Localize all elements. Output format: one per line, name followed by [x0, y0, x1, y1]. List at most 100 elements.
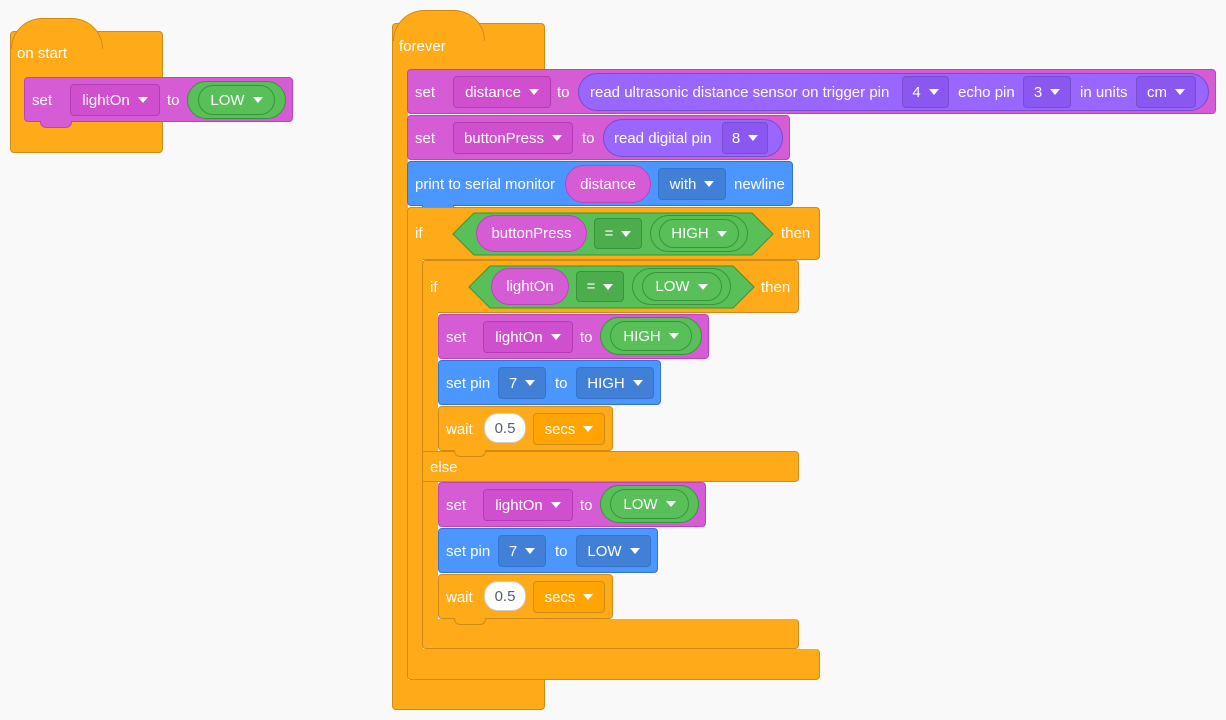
chevron-down-icon	[632, 380, 643, 386]
variable-name: lightOn	[82, 91, 130, 109]
if-label: if	[430, 279, 438, 296]
else-label: else	[430, 459, 458, 476]
forever-hat[interactable]	[392, 10, 545, 71]
variable-dropdown[interactable]: lightOn	[70, 84, 160, 116]
to-label: to	[557, 84, 570, 101]
to-label: to	[555, 543, 568, 560]
buttonpress-variable: buttonPress	[491, 225, 572, 242]
chevron-down-icon	[552, 135, 563, 141]
if-inner-bottom	[422, 619, 799, 649]
wait-seconds-input[interactable]: 0.5	[484, 581, 526, 611]
wait-unit-dropdown[interactable]: secs	[533, 581, 605, 613]
variable-name: distance	[465, 83, 521, 101]
high-value: HIGH	[671, 225, 709, 242]
set-pin-label: set pin	[446, 375, 491, 392]
to-label: to	[555, 375, 568, 392]
value-dropdown[interactable]: LOW	[610, 489, 689, 519]
value-reporter[interactable]: HIGH	[600, 317, 702, 355]
if-outer-spine	[407, 255, 423, 650]
chevron-down-icon	[716, 230, 727, 237]
pin-value: 7	[508, 374, 518, 392]
variable-dropdown[interactable]: distance	[453, 76, 551, 108]
trigger-pin-dropdown[interactable]: 4	[902, 76, 949, 108]
chevron-down-icon	[583, 426, 594, 432]
echo-pin-label: echo pin	[958, 84, 1015, 101]
pin-value-dropdown[interactable]: LOW	[576, 535, 651, 567]
variable-name: lightOn	[495, 496, 543, 514]
low-value: LOW	[655, 278, 690, 295]
wait-seconds-value: 0.5	[494, 419, 516, 437]
wait-unit: secs	[544, 588, 576, 606]
forever-spine	[392, 66, 408, 686]
lighton-reporter[interactable]: lightOn	[491, 268, 569, 305]
variable-dropdown[interactable]: buttonPress	[453, 122, 573, 154]
units-label: in units	[1080, 84, 1128, 101]
buttonpress-reporter[interactable]: buttonPress	[476, 215, 587, 252]
variable-dropdown[interactable]: lightOn	[483, 489, 573, 521]
chevron-down-icon	[525, 380, 536, 386]
value-reporter[interactable]: LOW	[187, 81, 286, 119]
units-value: cm	[1147, 83, 1167, 101]
chevron-down-icon	[928, 89, 939, 95]
chevron-down-icon	[665, 501, 676, 507]
else-arm	[422, 451, 799, 482]
set-label: set	[415, 130, 436, 147]
wait-label: wait	[446, 421, 473, 438]
digital-pin-dropdown[interactable]: 8	[722, 122, 768, 154]
variable-dropdown[interactable]: lightOn	[483, 321, 573, 353]
variable-name: buttonPress	[463, 129, 545, 147]
operator-dropdown[interactable]: =	[594, 218, 642, 249]
wait-seconds-input[interactable]: 0.5	[484, 413, 526, 443]
hat-cap	[11, 18, 103, 49]
newline-option-dropdown[interactable]: with	[658, 168, 726, 200]
chevron-down-icon	[528, 89, 539, 95]
set-label: set	[415, 84, 436, 101]
high-dropdown[interactable]: HIGH	[659, 219, 739, 248]
chevron-down-icon	[550, 334, 561, 340]
low-dropdown[interactable]: LOW	[641, 272, 722, 301]
chevron-down-icon	[583, 594, 594, 600]
low-reporter[interactable]: LOW	[632, 268, 731, 305]
forever-bottom-arm	[392, 680, 545, 710]
wait-unit: secs	[544, 420, 576, 438]
hat-cap	[393, 10, 485, 41]
set-label: set	[32, 92, 53, 109]
value-dropdown[interactable]: LOW	[198, 85, 275, 115]
wait-unit-dropdown[interactable]: secs	[533, 413, 605, 445]
high-reporter[interactable]: HIGH	[650, 215, 748, 252]
digital-pin-value: 8	[731, 129, 741, 147]
pin-dropdown[interactable]: 7	[498, 367, 546, 399]
pin-dropdown[interactable]: 7	[498, 535, 546, 567]
chevron-down-icon	[668, 333, 679, 339]
wait-label: wait	[446, 589, 473, 606]
chevron-down-icon	[1050, 89, 1061, 95]
pin-value-dropdown[interactable]: HIGH	[576, 367, 654, 399]
value-text: HIGH	[623, 327, 661, 345]
set-label: set	[446, 329, 467, 346]
chevron-down-icon	[603, 283, 614, 290]
print-label: print to serial monitor	[415, 176, 556, 193]
chevron-down-icon	[137, 97, 148, 103]
chevron-down-icon	[629, 548, 640, 554]
pin-state: HIGH	[587, 374, 625, 392]
newline-option: with	[669, 175, 697, 193]
distance-variable: distance	[580, 175, 636, 193]
units-dropdown[interactable]: cm	[1136, 76, 1196, 108]
value-dropdown[interactable]: HIGH	[610, 321, 692, 351]
echo-pin-dropdown[interactable]: 3	[1023, 76, 1071, 108]
operator-dropdown[interactable]: =	[576, 271, 624, 302]
value-text: LOW	[623, 495, 658, 513]
chevron-down-icon	[525, 548, 536, 554]
pin-state: LOW	[587, 542, 622, 560]
pin-value: 7	[508, 542, 518, 560]
on-start-label: on start	[17, 45, 68, 62]
set-pin-label: set pin	[446, 543, 491, 560]
forever-label: forever	[399, 38, 446, 55]
wait-seconds-value: 0.5	[494, 587, 516, 605]
if-outer-bottom	[407, 649, 820, 680]
ultrasonic-reporter[interactable]	[578, 73, 1209, 111]
if-label: if	[415, 225, 423, 242]
chevron-down-icon	[697, 283, 708, 290]
distance-reporter[interactable]: distance	[565, 165, 651, 203]
value-reporter[interactable]: LOW	[600, 485, 699, 523]
